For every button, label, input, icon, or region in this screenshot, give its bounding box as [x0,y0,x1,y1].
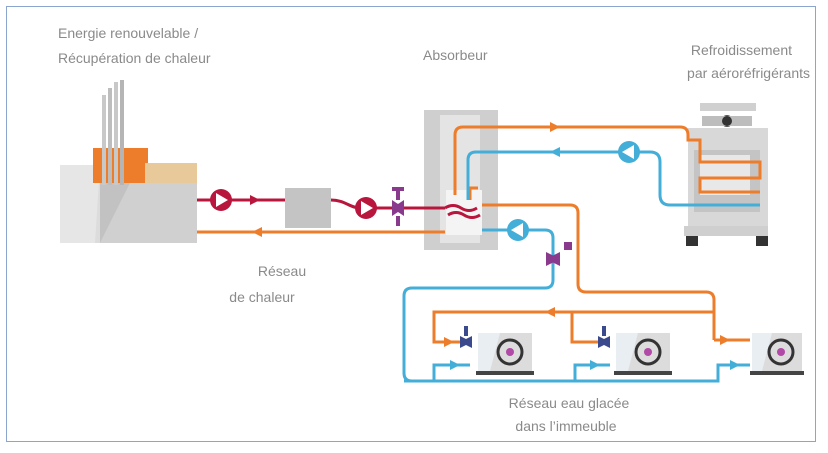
pump-icon [507,219,529,241]
pump-icon [618,141,640,163]
valve-icon [392,187,404,226]
energy-label-line1: Energie renouvelable / [58,25,198,41]
flow-arrow [545,307,555,317]
flow-arrow [720,335,730,345]
energy-label-line2: Récupération de chaleur [58,50,211,66]
flow-arrow [252,227,262,237]
valve-icon [460,326,472,348]
heat-network-label-line2: de chaleur [229,289,295,305]
plant-icon [60,80,197,243]
cooling-label-line2: par aéroréfrigérants [687,65,810,81]
flow-arrow [450,360,460,370]
valve-icon [598,326,610,348]
valve-icon [546,242,572,266]
flow-arrow [250,195,260,205]
absorber-icon [424,110,498,250]
fan-coil-icon [750,333,804,375]
heat-network-label-line1: Réseau [258,263,306,279]
condenser-loop [453,125,762,200]
flow-arrow [730,360,740,370]
cooling-return-loop [466,150,760,207]
heat-exchanger [285,188,331,228]
chilled-network-label-line2: dans l’immeuble [515,418,616,434]
flow-arrow [550,147,560,157]
fan-coil-icon [476,333,534,375]
flow-arrow [590,360,600,370]
chilled-network-label-line1: Réseau eau glacée [509,395,630,411]
flow-arrow [550,122,560,132]
cooling-label-line1: Refroidissement [691,42,792,58]
pump-icon [355,197,377,219]
fan-coil-icon [614,333,672,375]
pump-icon [210,189,232,211]
absorber-label: Absorbeur [423,47,488,63]
cooler-icon [684,103,768,246]
flow-arrow [444,337,454,347]
